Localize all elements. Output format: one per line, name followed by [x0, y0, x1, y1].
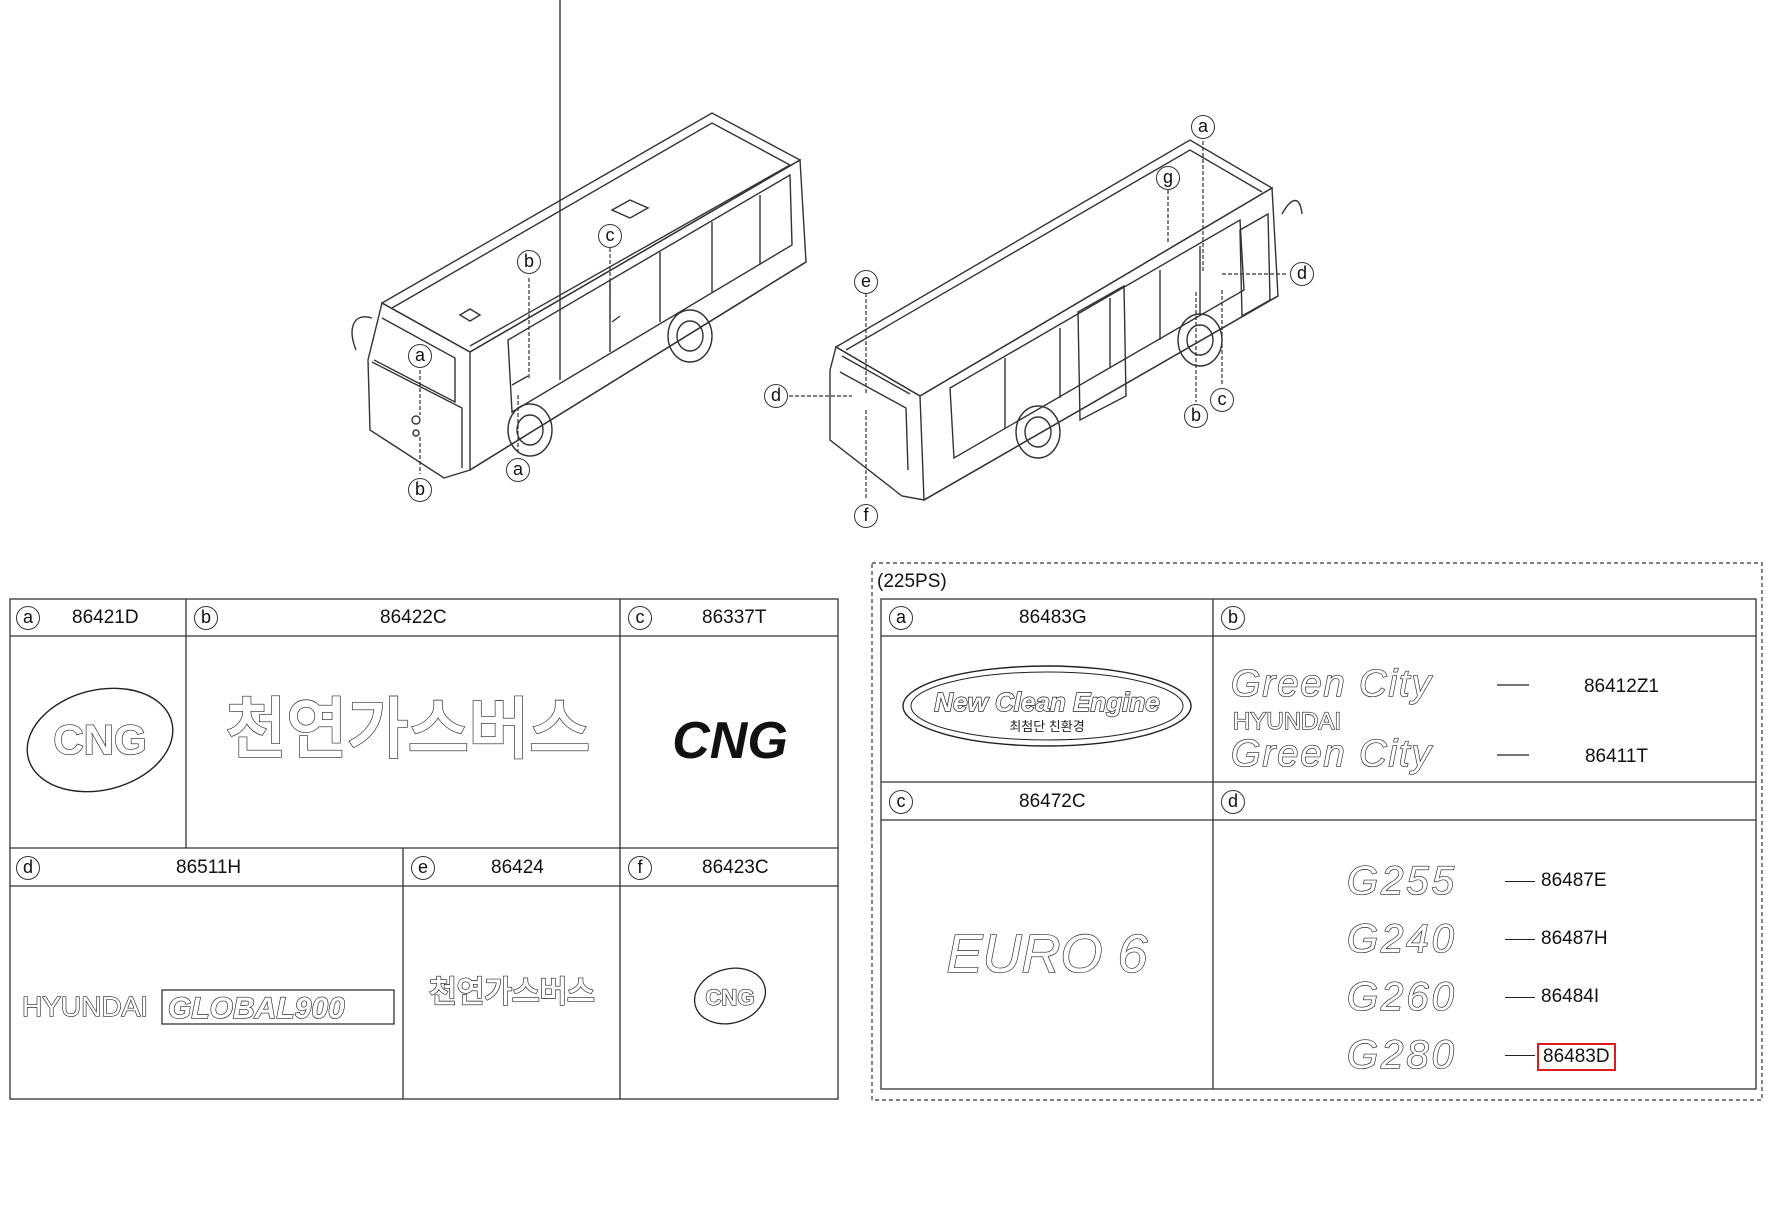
green-city-label-2: Green City [1231, 733, 1433, 775]
global900-label: GLOBAL900 [168, 992, 345, 1025]
cell-rc-part: 86472C [1019, 791, 1086, 812]
callout-g-9: g [1156, 166, 1180, 190]
green-city-part-1: 86412Z1 [1584, 676, 1659, 697]
engine-badge-row: G240 86487H [1345, 914, 1745, 962]
callout-a-3: a [506, 458, 530, 482]
badge-leader [1505, 1055, 1535, 1056]
callout-d-10: d [1290, 262, 1314, 286]
badge-leader [1505, 881, 1535, 882]
engine-badge-label: G260 [1347, 975, 1457, 1019]
bus2-callouts [789, 135, 1288, 498]
engine-badge-art: G240 [1346, 916, 1457, 961]
engine-badge-part: 86487H [1541, 928, 1608, 949]
cell-rb-letter: b [1221, 606, 1245, 630]
cell-rc-letter: c [889, 790, 913, 814]
right-row1-artwork: New Clean Engine 최첨단 친환경 Green City 8641… [902, 662, 1659, 776]
cell-rd-letter: d [1221, 790, 1245, 814]
callout-a-8: a [1191, 115, 1215, 139]
callout-f-7: f [854, 504, 878, 528]
cell-ra-header: a 86483G [881, 599, 1213, 636]
left-row1-artwork: CNG 천연가스버스 CNG [26, 687, 788, 793]
cell-e-letter: e [411, 856, 435, 880]
callout-b-11: b [1184, 404, 1208, 428]
bus-rear-view [829, 139, 1303, 501]
engine-badge-row: G280 86483D [1345, 1030, 1745, 1078]
callout-b-2: b [517, 250, 541, 274]
engine-badge-row: G255 86487E [1345, 856, 1745, 904]
cell-b-header: b 86422C [186, 599, 620, 636]
engine-badge-part: 86483D [1537, 1043, 1616, 1071]
cell-ra-letter: a [889, 606, 913, 630]
cell-a-part: 86421D [72, 607, 139, 628]
badge-leader [1505, 997, 1535, 998]
green-city-label-1: Green City [1231, 663, 1433, 705]
engine-badge-art: G260 [1346, 974, 1457, 1019]
badge-leader [1505, 939, 1535, 940]
variant-label: (225PS) [877, 571, 947, 592]
natural-gas-bus-label: 천연가스버스 [226, 692, 590, 766]
cell-a-letter: a [16, 606, 40, 630]
cell-e-header: e 86424 [403, 848, 620, 886]
engine-badge-art: G280 [1346, 1032, 1457, 1077]
cell-e-part: 86424 [491, 857, 544, 878]
cng-italic-label: CNG [672, 712, 788, 770]
engine-badge-list: G255 86487E G240 86487H G260 86484I G280 86483D [1213, 820, 1756, 1089]
cell-a-header: a 86421D [10, 599, 186, 636]
callout-e-5: e [854, 270, 878, 294]
cell-rd-header: d [1213, 782, 1756, 820]
cell-d-letter: d [16, 856, 40, 880]
new-clean-engine-sublabel: 최첨단 친환경 [1009, 719, 1084, 734]
left-parts-table [9, 598, 839, 1100]
bus-illustrations [351, 0, 1303, 501]
natural-gas-bus-small-label: 천연가스버스 [429, 976, 595, 1009]
engine-badge-part: 86487E [1541, 870, 1607, 891]
bus1-callouts [419, 248, 611, 474]
cell-f-header: f 86423C [620, 848, 838, 886]
cng-small-label: CNG [706, 985, 755, 1010]
cell-f-part: 86423C [702, 857, 769, 878]
engine-badge-art: G255 [1346, 858, 1457, 903]
callout-d-6: d [764, 384, 788, 408]
cell-c-letter: c [628, 606, 652, 630]
cng-oval-label: CNG [53, 716, 146, 763]
bus-front-view [351, 0, 807, 479]
euro6-label: EURO 6 [946, 924, 1148, 984]
right-row2-artwork: EURO 6 [946, 923, 1149, 984]
cell-b-part: 86422C [380, 607, 447, 628]
engine-badge-label: G255 [1347, 859, 1457, 903]
hyundai-green-city-brand: HYUNDAI [1233, 708, 1341, 735]
new-clean-engine-label: New Clean Engine [934, 687, 1159, 717]
left-row2-artwork: HYUNDAI GLOBAL900 천연가스버스 CNG [21, 967, 767, 1026]
cell-b-letter: b [194, 606, 218, 630]
engine-badge-label: G240 [1347, 917, 1457, 961]
engine-badge-label: G280 [1347, 1033, 1457, 1077]
callout-c-12: c [1210, 388, 1234, 412]
green-city-part-2: 86411T [1585, 746, 1648, 767]
callout-b-1: b [408, 478, 432, 502]
cell-rc-header: c 86472C [881, 782, 1213, 820]
cell-rb-header: b [1213, 599, 1756, 636]
cell-d-part: 86511H [176, 857, 242, 878]
cell-c-header: c 86337T [620, 599, 838, 636]
right-parts-panel [871, 562, 1763, 1101]
hyundai-brand-label: HYUNDAI [22, 991, 148, 1022]
cell-d-header: d 86511H [10, 848, 403, 886]
callout-a-0: a [408, 344, 432, 368]
callout-c-4: c [598, 224, 622, 248]
cell-ra-part: 86483G [1019, 607, 1087, 628]
cell-f-letter: f [628, 856, 652, 880]
engine-badge-row: G260 86484I [1345, 972, 1745, 1020]
engine-badge-part: 86484I [1541, 986, 1600, 1007]
cell-c-part: 86337T [702, 607, 767, 628]
